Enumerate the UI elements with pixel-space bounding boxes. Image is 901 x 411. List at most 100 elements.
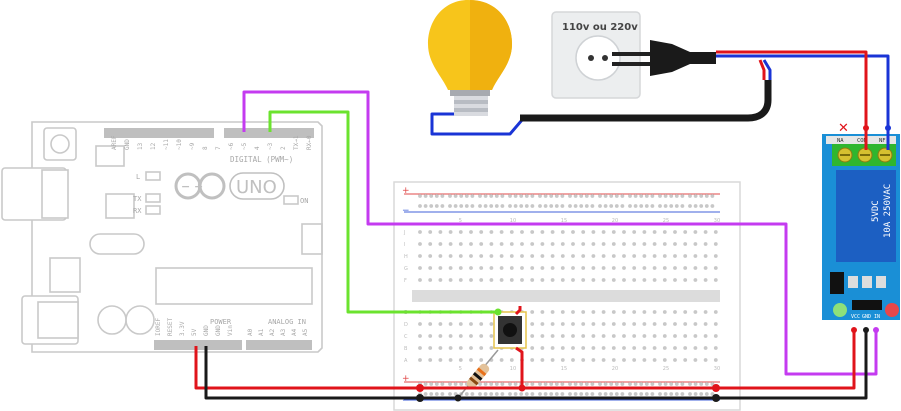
wire-red-button [515,346,524,388]
arduino-power-pin-label: 5V [191,328,198,336]
arduino-analog-pin-label: A2 [269,328,276,336]
arduino-pin-label: ~9 [189,142,196,150]
connection-dots [416,125,891,402]
breadboard-column-number: 25 [663,366,669,372]
atmega-chip [155,267,313,305]
arduino-pin-label: TX→1 [293,135,300,150]
arduino-pin-label: 13 [137,142,144,150]
breadboard-row-letter: C [404,334,408,340]
wire-red-to-lamp-cord [758,59,766,80]
arduino-logo-icon [174,172,226,200]
arduino-power-pin-label: GND [203,325,210,336]
push-button [493,311,527,349]
breadboard-column-number: 5 [459,218,462,224]
arduino-power-pin-label: 3.3V [179,321,186,336]
relay-terminal-label-com: COM [857,138,868,144]
breadboard-column-number: 25 [663,218,669,224]
breadboard-column-number: 10 [510,218,516,224]
breadboard-column-number: 20 [612,366,618,372]
arduino-power-label: POWER [210,318,232,326]
relay-terminal-label-nf: NF [879,138,886,144]
arduino-digital-label: DIGITAL (PWM~) [230,155,293,164]
arduino-pin-label: ~3 [267,142,274,150]
breadboard-row-letter: I [404,242,405,248]
wire-blue-lamp [430,112,524,136]
relay-unused-mark: ✕ [838,121,849,136]
breadboard-column-number: 10 [510,366,516,372]
relay-pin-label-vcc: VCC [851,314,860,320]
wire-blue-to-lamp-cord [762,59,772,80]
relay-module [822,134,900,320]
breadboard-column-number: 15 [561,366,567,372]
breadboard-row-letter: J [403,230,405,236]
outlet-voltage-label: 110v ou 220v [562,22,638,33]
relay-rating-line-1: 5VDC [871,200,881,222]
arduino-pin-label: 12 [150,142,157,150]
wire-purple-signal [242,90,878,376]
wire-red-mains [716,50,868,150]
arduino-pin-label: ~6 [228,142,235,150]
breadboard-row-letter: A [404,358,408,364]
arduino-analog-pin-label: A1 [258,328,265,336]
breadboard-column-number: 30 [714,218,720,224]
arduino-pin-label: RX←0 [306,135,313,150]
breadboard-row-letter: F [404,278,407,284]
breadboard-row-letter: H [404,254,408,260]
arduino-analog-pin-label: A4 [291,328,298,336]
wire-red-button-top [514,306,522,316]
relay-pin-label-gnd: GND [862,314,871,320]
breadboard-minus-bottom: − [402,396,410,406]
arduino-on-label: ON [300,197,308,205]
breadboard-row-letter: B [404,346,408,352]
arduino-pin-label: GND [124,139,131,150]
arduino-led-label-tx: TX [133,195,142,203]
power-plug-icon [612,40,716,76]
arduino-power-analog-header [154,340,312,350]
lamp-power-cord [520,80,772,122]
arduino-power-pin-label: RESET [167,318,174,336]
breadboard-column-number: 20 [612,218,618,224]
breadboard-column-number: 5 [459,366,462,372]
wire-red-5v [194,346,716,390]
arduino-pin-label: 8 [202,146,209,150]
wire-black-relay-gnd [716,330,868,400]
arduino-analog-pin-label: A3 [280,328,287,336]
arduino-power-pin-label: GND [215,325,222,336]
arduino-led-label-l: L [136,173,140,181]
arduino-analog-pin-label: A5 [302,328,309,336]
wire-blue-mains [716,54,890,150]
breadboard-plus-bottom: + [402,374,410,384]
arduino-pin-label: AREF [111,135,118,150]
breadboard-row-letter: G [404,266,408,272]
wall-outlet [551,11,641,99]
wires [194,50,890,400]
arduino-model-label: UNO [236,177,277,198]
arduino-logo-symbols: − + [181,180,203,193]
light-bulb-icon [428,0,512,116]
arduino-pin-label: 2 [280,146,287,150]
wire-red-relay-vcc [716,330,856,390]
arduino-pin-label: ~10 [176,139,183,150]
arduino-digital-header [104,128,314,138]
relay-pin-label-in: IN [874,314,880,320]
arduino-led-label-rx: RX [133,207,142,215]
wire-black-gnd [204,346,716,400]
arduino-uno-board [1,121,323,353]
arduino-pin-label: 4 [254,146,261,150]
arduino-pin-label: 7 [215,146,222,150]
wire-green-input [268,110,498,314]
breadboard-minus-top: − [402,206,410,216]
breadboard-column-number: 30 [714,366,720,372]
arduino-pin-label: ~11 [163,139,170,150]
relay-rating-line-2: 10A 250VAC [883,184,893,238]
arduino-power-pin-label: IOREF [155,318,162,336]
breadboard-column-number: 15 [561,218,567,224]
arduino-analog-pin-label: A0 [247,328,254,336]
reset-button [43,127,77,161]
relay-terminal-label-na: NA [837,138,844,144]
resistor [457,349,499,399]
breadboard [393,181,741,411]
breadboard-plus-top: + [402,186,410,196]
